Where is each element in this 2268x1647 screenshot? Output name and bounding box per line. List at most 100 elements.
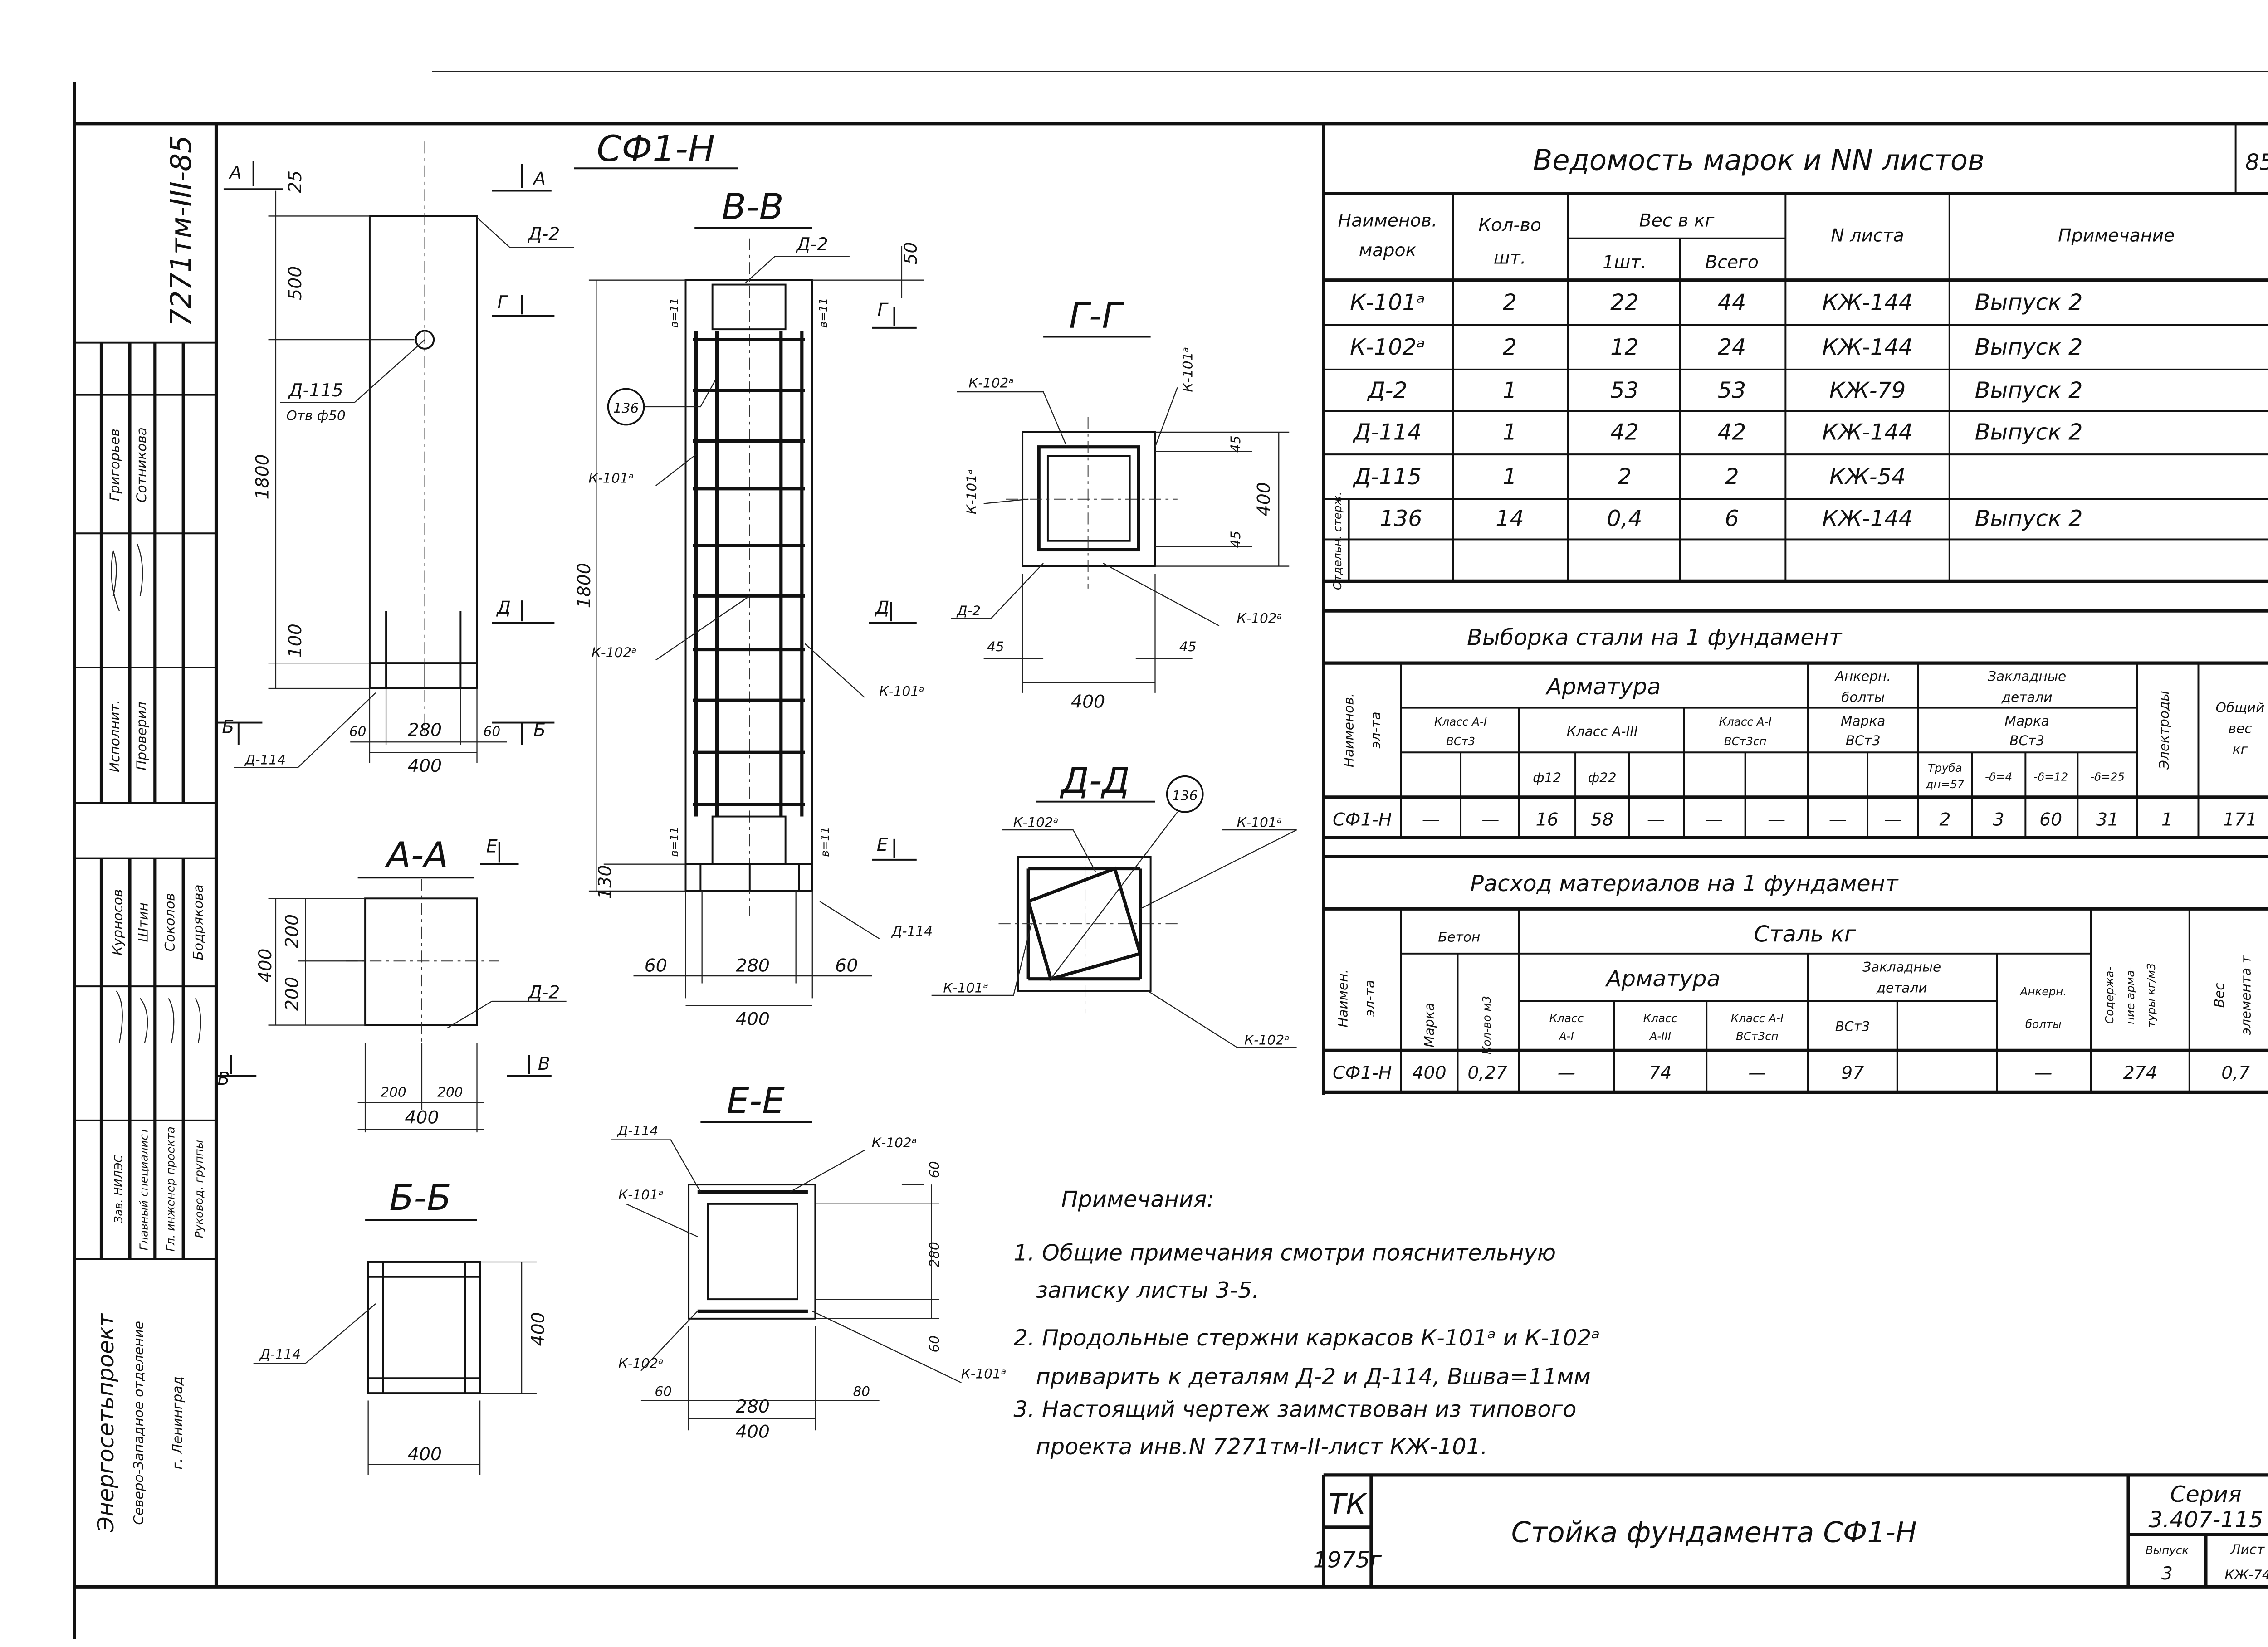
dimension-label: К-101ᵃ bbox=[618, 1187, 664, 1203]
table-cell: 1 bbox=[1503, 377, 1517, 403]
table-header: Кол-во bbox=[1478, 214, 1541, 235]
table-cell: КЖ-144 bbox=[1822, 419, 1913, 445]
table-header: ф22 bbox=[1588, 770, 1617, 785]
table-header: Анкерн. bbox=[2019, 985, 2067, 998]
table-title: Ведомость марок и NN листов bbox=[1533, 144, 1984, 177]
table-cell: — bbox=[1558, 1062, 1575, 1083]
table-cell: 136 bbox=[1380, 505, 1422, 531]
dimension-label: 400 bbox=[408, 1444, 442, 1465]
dimension-label: 1800 bbox=[574, 563, 595, 608]
stamp-org: г. Ленинград bbox=[170, 1376, 185, 1469]
table-cell: 2 bbox=[1618, 463, 1632, 490]
table-header: детали bbox=[1876, 980, 1927, 995]
table-header: Класс А-I bbox=[1731, 1012, 1784, 1025]
year: 1975г bbox=[1313, 1547, 1382, 1573]
table-cell: 3 bbox=[1993, 809, 2004, 830]
view-title: Г-Г bbox=[1069, 295, 1124, 336]
dimension-label: Е bbox=[486, 836, 498, 857]
table-header: дн=57 bbox=[1925, 778, 1964, 791]
view-title: А-А bbox=[384, 834, 448, 876]
table-header: -δ=4 bbox=[1985, 770, 2012, 784]
table-cell: 58 bbox=[1591, 809, 1613, 830]
table-cell: 2 bbox=[1503, 289, 1517, 315]
table-cell: СФ1-Н bbox=[1333, 1062, 1392, 1083]
executor-role: Исполнит. bbox=[107, 700, 122, 772]
table-header: Электроды bbox=[2156, 691, 2172, 770]
dimension-label: 400 bbox=[736, 1422, 770, 1442]
dimension-label: 280 bbox=[736, 955, 770, 976]
dimension-label: Д-2 bbox=[956, 603, 981, 619]
table-cell: Выпуск 2 bbox=[1975, 289, 2083, 315]
side-label: Отдельн. стерж. bbox=[1331, 492, 1344, 590]
table-cell: 24 bbox=[1718, 334, 1746, 360]
dimension-label: Д-114 bbox=[259, 1347, 301, 1362]
dimension-label: К-102ᵃ bbox=[968, 375, 1014, 390]
checker-role: Проверил bbox=[134, 702, 149, 770]
table-header: Вес bbox=[2211, 983, 2227, 1008]
view-section-bbb: Б-Б bbox=[253, 1177, 537, 1475]
table-cell: 22 bbox=[1610, 289, 1639, 315]
marks-table: Ведомость марок и NN листов 85 Отдельн. … bbox=[1322, 123, 2268, 1095]
table-cell: — bbox=[1705, 809, 1723, 830]
table-title: Расход материалов на 1 фундамент bbox=[1470, 870, 1899, 897]
table-header: 1шт. bbox=[1603, 252, 1647, 273]
table-header: ВСт3сп bbox=[1724, 735, 1767, 748]
dimension-label: Е bbox=[877, 834, 888, 855]
note-line: записку листы 3-5. bbox=[1036, 1277, 1259, 1303]
dimension-label: 280 bbox=[927, 1242, 942, 1267]
sheet-corner-number: 85 bbox=[2245, 149, 2268, 175]
stamp-role: Зав. НИЛЭС bbox=[112, 1155, 125, 1223]
table-cell: КЖ-144 bbox=[1822, 334, 1913, 360]
table-cell: 6 bbox=[1725, 505, 1739, 531]
table-header: шт. bbox=[1494, 248, 1526, 268]
dimension-label: К-101ᵃ bbox=[1180, 347, 1196, 392]
table-header: ВСт3 bbox=[1846, 733, 1881, 748]
issue-number: 3 bbox=[2161, 1563, 2173, 1584]
table-header: Закладные bbox=[1862, 959, 1941, 975]
table-cell: — bbox=[1884, 809, 1901, 830]
dimension-label: 400 bbox=[1253, 482, 1274, 516]
table-header: Наимен. bbox=[1335, 969, 1350, 1028]
dimension-label: Д-114 bbox=[244, 752, 286, 768]
dimension-label: К-101ᵃ bbox=[879, 683, 924, 699]
table-cell: — bbox=[1768, 809, 1785, 830]
materials-table: Расход материалов на 1 фундамент bbox=[1323, 870, 2268, 1094]
dimension-label: 60 bbox=[927, 1161, 942, 1178]
table-header: Закладные bbox=[1988, 669, 2066, 684]
table-cell: 53 bbox=[1610, 377, 1639, 403]
table-header: Анкерн. bbox=[1834, 669, 1891, 684]
dimension-label: К-102ᵃ bbox=[618, 1355, 664, 1371]
table-cell: 60 bbox=[2039, 809, 2062, 830]
stamp-role: Гл. инженер проекта bbox=[164, 1126, 177, 1252]
table-cell: 1 bbox=[1503, 463, 1517, 490]
view-section-dd: Д-Д bbox=[931, 760, 1297, 1048]
dimension-label: К-102ᵃ bbox=[872, 1135, 917, 1150]
table-cell: — bbox=[2034, 1062, 2052, 1083]
dimension-label: 60 bbox=[484, 724, 501, 739]
table-header: Арматура bbox=[1545, 673, 1661, 700]
table-header: болты bbox=[1841, 690, 1885, 705]
table-cell: К-102ᵃ bbox=[1350, 334, 1425, 360]
table-header: ВСт3сп bbox=[1736, 1029, 1779, 1043]
table-header: ВСт3 bbox=[2009, 733, 2044, 748]
dimension-label: 45 bbox=[987, 639, 1004, 654]
dimension-label: К-101ᵃ bbox=[943, 980, 988, 995]
sheet-frame bbox=[73, 71, 2268, 1639]
dimension-label: 400 bbox=[1071, 692, 1105, 712]
table-cell: 0,4 bbox=[1607, 505, 1642, 531]
table-cell: Выпуск 2 bbox=[1975, 505, 2083, 531]
table-cell: Д-2 bbox=[1367, 377, 1408, 403]
table-header: Всего bbox=[1705, 252, 1759, 273]
dimension-label: Д-114 bbox=[891, 923, 933, 939]
dimension-label: 130 bbox=[595, 865, 616, 899]
stamp-org: Энергосетьпроект bbox=[93, 1313, 119, 1533]
table-cell: 14 bbox=[1496, 505, 1524, 531]
table-cell: КЖ-54 bbox=[1829, 463, 1906, 490]
dimension-label: 60 bbox=[655, 1384, 672, 1399]
dimension-label: 50 bbox=[900, 242, 921, 264]
executor-name: Григорьев bbox=[107, 429, 122, 501]
table-cell: 12 bbox=[1610, 334, 1639, 360]
dimension-label: К-102ᵃ bbox=[1013, 815, 1059, 830]
dimension-label: К-101ᵃ bbox=[964, 469, 979, 514]
